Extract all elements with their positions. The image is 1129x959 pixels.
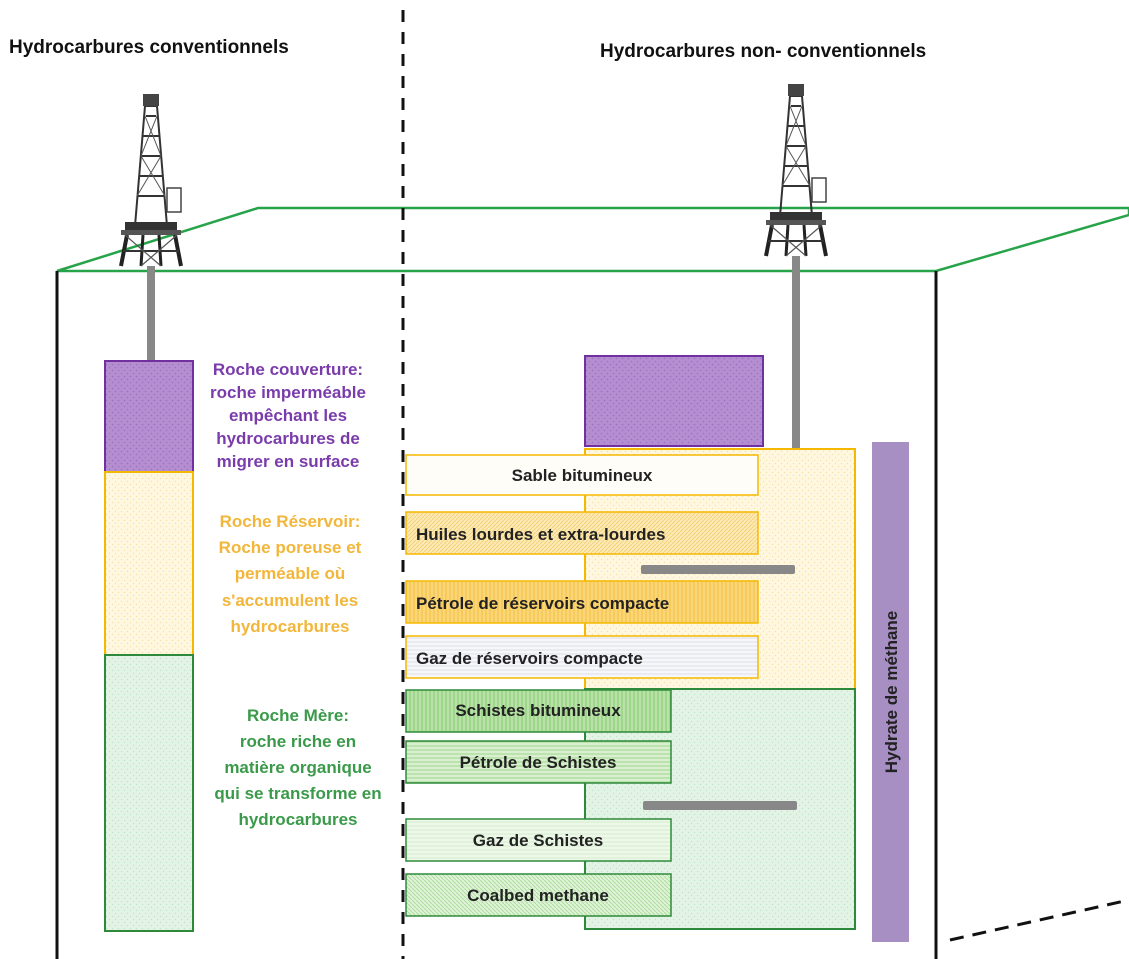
reservoir-rock-line: Roche poreuse et [219, 538, 362, 557]
box-hidden-edge [949, 898, 1129, 942]
drilling-rig-icon [119, 92, 183, 268]
item-box [405, 689, 672, 733]
item-box [405, 818, 672, 862]
cover-rock-line: migrer en surface [217, 452, 360, 471]
reservoir-rock-layer [104, 471, 194, 656]
item-label: Gaz de réservoirs compacte [416, 649, 643, 668]
title-conventional: Hydrocarbures conventionnels [9, 37, 289, 58]
title-unconventional: Hydrocarbures non- conventionnels [600, 41, 926, 62]
cover-rock-line: Roche couverture: [213, 360, 363, 379]
source-rock-line: roche riche en [240, 732, 356, 751]
item-box [405, 511, 759, 555]
surface-plane [56, 206, 1129, 273]
item-label: Gaz de Schistes [473, 831, 603, 850]
reservoir-rock-line: perméable où [235, 564, 346, 583]
horizontal-well-reservoir [641, 565, 795, 574]
source-rock-line: qui se transforme en [214, 784, 381, 803]
source-rock-line: Roche Mère: [247, 706, 349, 725]
item-box [405, 873, 672, 917]
source-rock-description: Roche Mère: roche riche en matière organ… [214, 706, 381, 829]
right-well-pipe [792, 256, 800, 449]
methane-hydrate-label: Hydrate de méthane [882, 611, 901, 774]
methane-hydrate-bar [872, 442, 909, 942]
cover-rock-line: empêchant les [229, 406, 347, 425]
item-label: Huiles lourdes et extra-lourdes [416, 525, 665, 544]
item-label: Coalbed methane [467, 886, 609, 905]
item-box [405, 580, 759, 624]
reservoir-rock-line: s'accumulent les [222, 591, 358, 610]
item-box [405, 740, 672, 784]
item-label: Schistes bitumineux [455, 701, 621, 720]
item-label: Pétrole de réservoirs compacte [416, 594, 669, 613]
block-outline [55, 206, 1129, 959]
source-rock-layer [104, 654, 194, 932]
reservoir-rock-description: Roche Réservoir: Roche poreuse et perméa… [219, 512, 362, 636]
cover-rock-layer [104, 360, 194, 473]
horizontal-well-shale [643, 801, 797, 810]
drilling-rig-icon [764, 82, 828, 258]
item-box [405, 635, 759, 679]
item-box [405, 454, 759, 496]
reservoir-rock-line: hydrocarbures [230, 617, 349, 636]
source-rock-line: matière organique [224, 758, 371, 777]
cover-rock-description: Roche couverture: roche imperméable empê… [210, 360, 366, 471]
cover-rock-line: roche imperméable [210, 383, 366, 402]
item-boxes: Sable bitumineux Huiles lourdes et extra… [405, 454, 759, 917]
cover-rock-block [584, 355, 764, 447]
left-well-pipe [147, 266, 155, 361]
reservoir-rock-line: Roche Réservoir: [220, 512, 361, 531]
item-label: Pétrole de Schistes [460, 753, 617, 772]
source-rock-line: hydrocarbures [238, 810, 357, 829]
item-label: Sable bitumineux [512, 466, 653, 485]
cover-rock-line: hydrocarbures de [216, 429, 360, 448]
